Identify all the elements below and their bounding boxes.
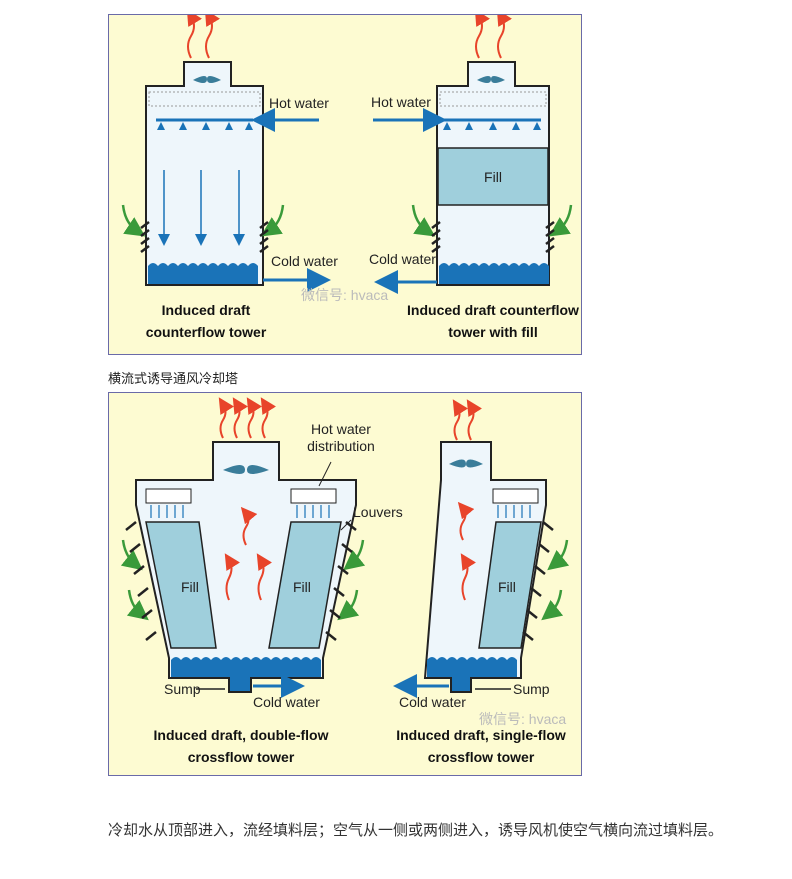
- fill-label: Fill: [293, 579, 311, 595]
- cold-water-label: Cold water: [253, 694, 320, 710]
- diagram-title: Induced draft, double-flow: [154, 727, 329, 743]
- fill-label: Fill: [498, 579, 516, 595]
- description-paragraph: 冷却水从顶部进入，流经填料层；空气从一侧或两侧进入，诱导风机使空气横向流过填料层…: [108, 821, 724, 839]
- diagram-title: Induced draft counterflow: [407, 302, 579, 318]
- diagram-title: crossflow tower: [188, 749, 295, 765]
- diagram-title: Induced draft, single-flow: [396, 727, 566, 743]
- fill-block: [268, 521, 342, 649]
- left-tower: Hot water Cold water Induced draft count…: [121, 15, 338, 340]
- fill-block: [478, 521, 542, 649]
- fill-label: Fill: [181, 579, 199, 595]
- diagram-title: tower with fill: [448, 324, 537, 340]
- figure-caption: 横流式诱导通风冷却塔: [108, 372, 239, 387]
- cold-water-label: Cold water: [369, 251, 436, 267]
- fill-label: Fill: [484, 169, 502, 185]
- fill-block: [145, 521, 217, 649]
- right-tower: Fill Hot water Cold water Induced draft …: [301, 15, 579, 340]
- diagram-title: crossflow tower: [428, 749, 535, 765]
- double-flow-tower: Fill Fill Hot water distribution Louvers…: [120, 397, 403, 765]
- diagram-title: Induced draft: [162, 302, 251, 318]
- cold-water-label: Cold water: [399, 694, 466, 710]
- watermark: 微信号: hvaca: [301, 287, 388, 303]
- counterflow-towers-diagram: Hot water Cold water Induced draft count…: [108, 14, 582, 355]
- counterflow-svg: Hot water Cold water Induced draft count…: [121, 15, 579, 340]
- louvers-label: Louvers: [353, 504, 403, 520]
- watermark: 微信号: hvaca: [479, 711, 566, 727]
- fan-icon: [193, 76, 221, 83]
- hot-water-distribution-label: Hot water: [311, 421, 371, 437]
- fill-block: [437, 147, 549, 206]
- fan-icon: [477, 76, 505, 83]
- single-flow-tower: Fill Sump Cold water Induced draft, sing…: [393, 399, 570, 765]
- hot-water-label: Hot water: [371, 94, 431, 110]
- fan-icon: [449, 459, 483, 468]
- sump-label: Sump: [164, 681, 201, 697]
- louvers: [140, 221, 555, 253]
- hot-water-label: Hot water: [269, 95, 329, 111]
- cold-water-label: Cold water: [271, 253, 338, 269]
- crossflow-towers-diagram: Fill Fill Hot water distribution Louvers…: [108, 392, 582, 776]
- sump-label: Sump: [513, 681, 550, 697]
- diagram-title: counterflow tower: [146, 324, 267, 340]
- hot-water-distribution-label: distribution: [307, 438, 375, 454]
- crossflow-svg: Fill Fill Hot water distribution Louvers…: [120, 397, 570, 765]
- fan-icon: [223, 465, 269, 474]
